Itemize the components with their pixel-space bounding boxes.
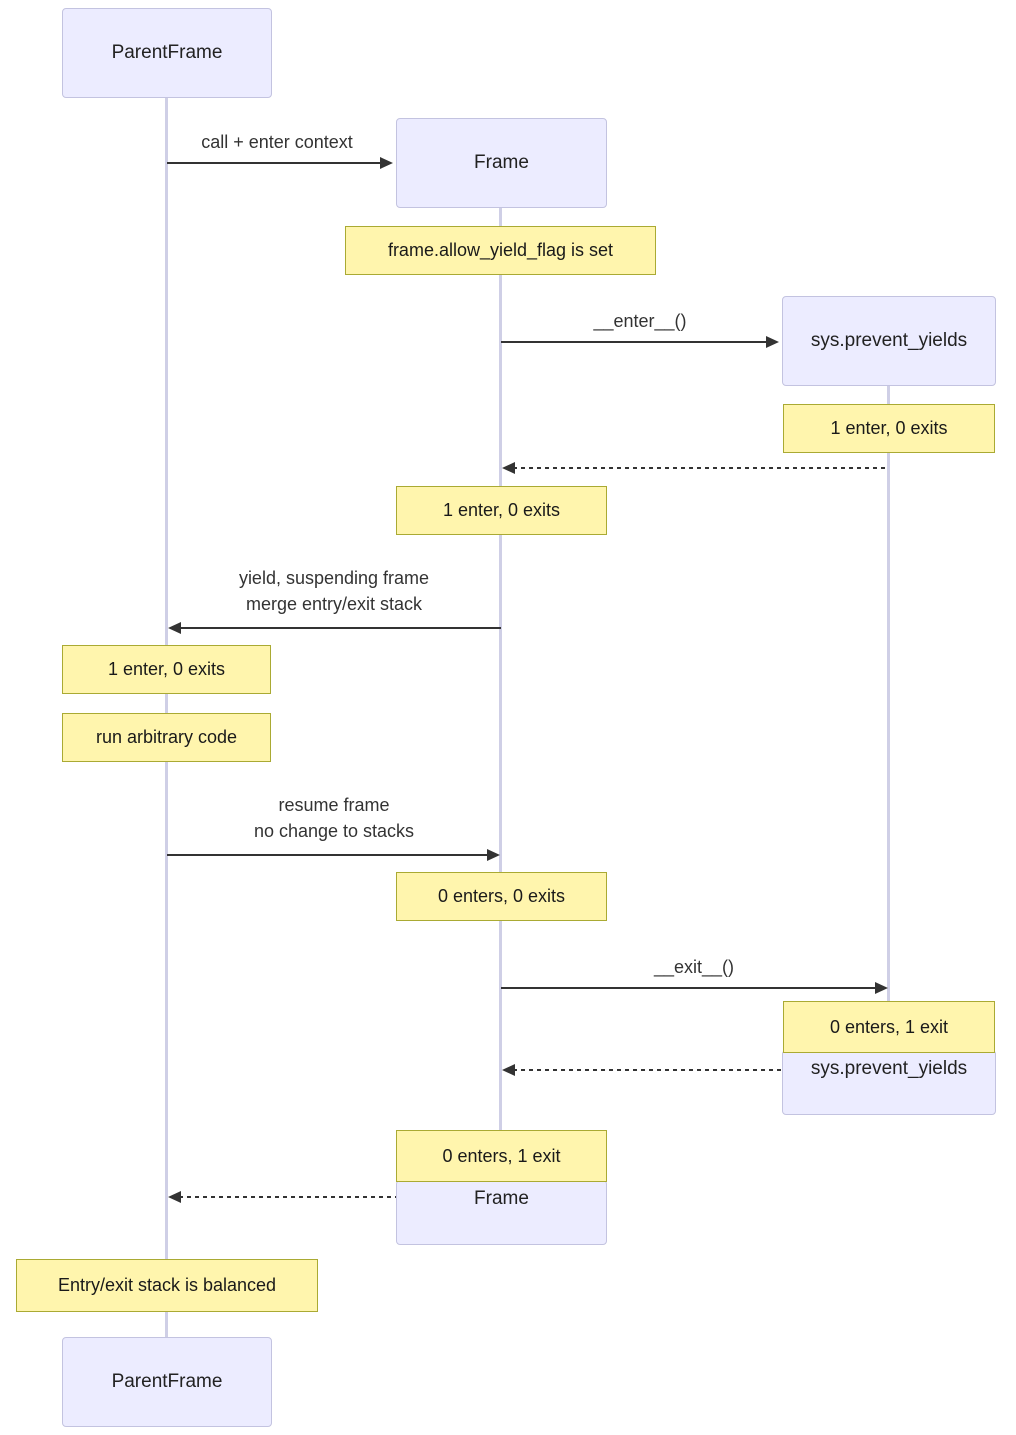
note-sys-1-enter-0-exits: 1 enter, 0 exits [783, 404, 995, 453]
note-sys-0-enters-1-exit: 0 enters, 1 exit [783, 1001, 995, 1053]
arrowhead-right-icon [380, 157, 393, 169]
participant-parentframe-top: ParentFrame [62, 8, 272, 98]
message-line-call-enter-context [167, 162, 382, 164]
message-line-exit-call [501, 987, 877, 989]
note-allow-yield-flag: frame.allow_yield_flag is set [345, 226, 656, 275]
message-line-resume-frame [167, 854, 489, 856]
message-label-line: merge entry/exit stack [245, 594, 423, 614]
message-label-line: no change to stacks [253, 821, 415, 841]
lifeline-sys-prevent-yields [887, 386, 890, 1052]
message-line-frame-return [179, 1196, 501, 1198]
note-stack-balanced: Entry/exit stack is balanced [16, 1259, 318, 1312]
message-line-exit-return [513, 1069, 889, 1071]
participant-parentframe-bottom: ParentFrame [62, 1337, 272, 1427]
arrowhead-right-icon [875, 982, 888, 994]
message-label-enter-call: __enter__() [593, 311, 687, 331]
message-line-enter-call [501, 341, 768, 343]
message-label-line: yield, suspending frame [238, 568, 430, 588]
message-label-yield-suspend: yield, suspending frame merge entry/exit… [164, 565, 504, 617]
arrowhead-left-icon [502, 462, 515, 474]
participant-sys-prevent-yields-top: sys.prevent_yields [782, 296, 996, 386]
note-parent-1-enter-0-exits: 1 enter, 0 exits [62, 645, 271, 694]
message-label-line: resume frame [278, 795, 390, 815]
message-line-yield-suspend [179, 627, 501, 629]
lifeline-frame [499, 208, 502, 1180]
participant-frame-top: Frame [396, 118, 607, 208]
note-frame-1-enter-0-exits: 1 enter, 0 exits [396, 486, 607, 535]
message-label-exit-call: __exit__() [653, 957, 735, 977]
arrowhead-left-icon [502, 1064, 515, 1076]
message-line-enter-return [513, 467, 889, 469]
arrowhead-right-icon [766, 336, 779, 348]
arrowhead-right-icon [487, 849, 500, 861]
note-frame-0-enters-0-exits: 0 enters, 0 exits [396, 872, 607, 921]
arrowhead-left-icon [168, 622, 181, 634]
note-run-arbitrary-code: run arbitrary code [62, 713, 271, 762]
note-frame-0-enters-1-exit: 0 enters, 1 exit [396, 1130, 607, 1182]
message-label-call-enter-context: call + enter context [201, 132, 353, 152]
participant-sys-prevent-yields-bottom: sys.prevent_yields [782, 1050, 996, 1115]
message-label-resume-frame: resume frame no change to stacks [164, 792, 504, 844]
arrowhead-left-icon [168, 1191, 181, 1203]
participant-frame-bottom: Frame [396, 1180, 607, 1245]
